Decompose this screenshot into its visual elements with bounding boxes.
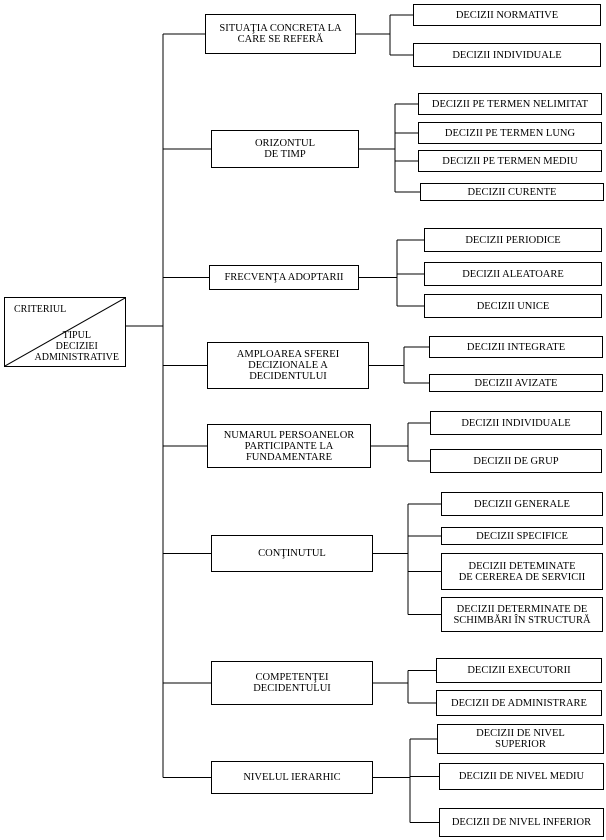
decision-type-box-label: DECIZII ALEATOARE [462,268,564,280]
decision-type-box: DECIZII INDIVIDUALE [413,43,601,67]
decision-type-box-label: DECIZII DE NIVEL SUPERIOR [476,728,565,750]
criterion-box: COMPETENŢEI DECIDENTULUI [211,661,373,705]
decision-type-box-label: DECIZII GENERALE [474,498,570,510]
decision-type-box-label: DECIZII DE ADMINISTRARE [451,697,587,709]
decision-type-box-label: DECIZII AVIZATE [474,378,558,389]
decision-type-box-label: DECIZII DETEMINATE DE CEREREA DE SERVICI… [458,560,586,583]
criterion-box: ORIZONTUL DE TIMP [211,130,359,168]
decision-type-box-label: DECIZII PE TERMEN LUNG [444,127,576,139]
decision-type-box: DECIZII DETEMINATE DE CEREREA DE SERVICI… [441,553,603,590]
decision-type-box: DECIZII DE NIVEL MEDIU [439,763,604,790]
decision-type-box: DECIZII INTEGRATE [429,336,603,358]
decision-type-box-label: DECIZII CURENTE [467,187,557,198]
decision-type-box: DECIZII ALEATOARE [424,262,602,286]
decision-type-box: DECIZII DE GRUP [430,449,602,473]
decision-type-box: DECIZII DETERMINATE DE SCHIMBĂRI ÎN STRU… [441,597,603,632]
criterion-box: NUMARUL PERSOANELOR PARTICIPANTE LA FUND… [207,424,371,468]
criterion-box-label: COMPETENŢEI DECIDENTULUI [253,672,331,694]
decision-type-box: DECIZII DE ADMINISTRARE [436,690,602,716]
decision-type-box: DECIZII GENERALE [441,492,603,516]
decision-type-box-label: DECIZII UNICE [476,300,550,312]
decision-type-box-label: DECIZII INTEGRATE [466,341,566,353]
decision-type-box-label: DECIZII DETERMINATE DE SCHIMBĂRI ÎN STRU… [453,603,591,626]
decision-type-box-label: DECIZII DE NIVEL MEDIU [458,771,585,782]
decision-type-box: DECIZII AVIZATE [429,374,603,392]
decision-type-box: DECIZII DE NIVEL SUPERIOR [437,724,604,754]
decision-type-box-label: DECIZII INDIVIDUALE [461,417,571,429]
root-criterion-label: CRITERIUL [14,304,67,315]
decision-type-box: DECIZII EXECUTORII [436,658,602,683]
decision-type-box-label: DECIZII NORMATIVE [455,9,559,21]
decision-type-box-label: DECIZII DE GRUP [473,455,559,467]
criterion-box: CONŢINUTUL [211,535,373,572]
criterion-box-label: CONŢINUTUL [258,548,326,559]
decision-type-box-label: DECIZII PE TERMEN NELIMITAT [431,98,589,110]
decision-type-box-label: DECIZII PE TERMEN MEDIU [442,155,578,167]
decision-type-box-label: DECIZII SPECIFICE [476,531,568,542]
root-type-label: TIPUL DECIZIEI ADMINISTRATIVE [34,330,119,363]
decision-type-box-label: DECIZII EXECUTORII [467,665,571,676]
decision-type-box-label: DECIZII INDIVIDUALE [452,49,562,61]
criterion-box-label: NIVELUL IERARHIC [243,772,341,783]
decision-type-box: DECIZII PERIODICE [424,228,602,252]
criterion-box-label: AMPLOAREA SFEREI DECIZIONALE A DECIDENTU… [236,349,340,382]
decision-type-box: DECIZII PE TERMEN LUNG [418,122,602,144]
decision-type-box: DECIZII CURENTE [420,183,604,201]
decision-type-box: DECIZII NORMATIVE [413,4,601,26]
criterion-box: AMPLOAREA SFEREI DECIZIONALE A DECIDENTU… [207,342,369,389]
decision-type-box-label: DECIZII PERIODICE [465,234,561,246]
root-criterion-box: CRITERIUL TIPUL DECIZIEI ADMINISTRATIVE [4,297,126,367]
criterion-box-label: SITUAŢIA CONCRETA LA CARE SE REFERĂ [219,23,342,45]
criterion-box: NIVELUL IERARHIC [211,761,373,794]
root-diagonal-divider [5,298,125,366]
criterion-box: SITUAŢIA CONCRETA LA CARE SE REFERĂ [205,14,356,54]
decision-type-box-label: DECIZII DE NIVEL INFERIOR [451,817,592,828]
decision-type-box: DECIZII PE TERMEN NELIMITAT [418,93,602,115]
criterion-box-label: FRECVENŢA ADOPTARII [224,272,344,283]
decision-type-box: DECIZII UNICE [424,294,602,318]
criterion-box: FRECVENŢA ADOPTARII [209,265,359,290]
decision-type-box: DECIZII PE TERMEN MEDIU [418,150,602,172]
decision-type-box: DECIZII INDIVIDUALE [430,411,602,435]
decision-type-box: DECIZII DE NIVEL INFERIOR [439,808,604,837]
criterion-box-label: ORIZONTUL DE TIMP [254,138,316,160]
criterion-box-label: NUMARUL PERSOANELOR PARTICIPANTE LA FUND… [223,429,355,463]
decision-type-box: DECIZII SPECIFICE [441,527,603,545]
